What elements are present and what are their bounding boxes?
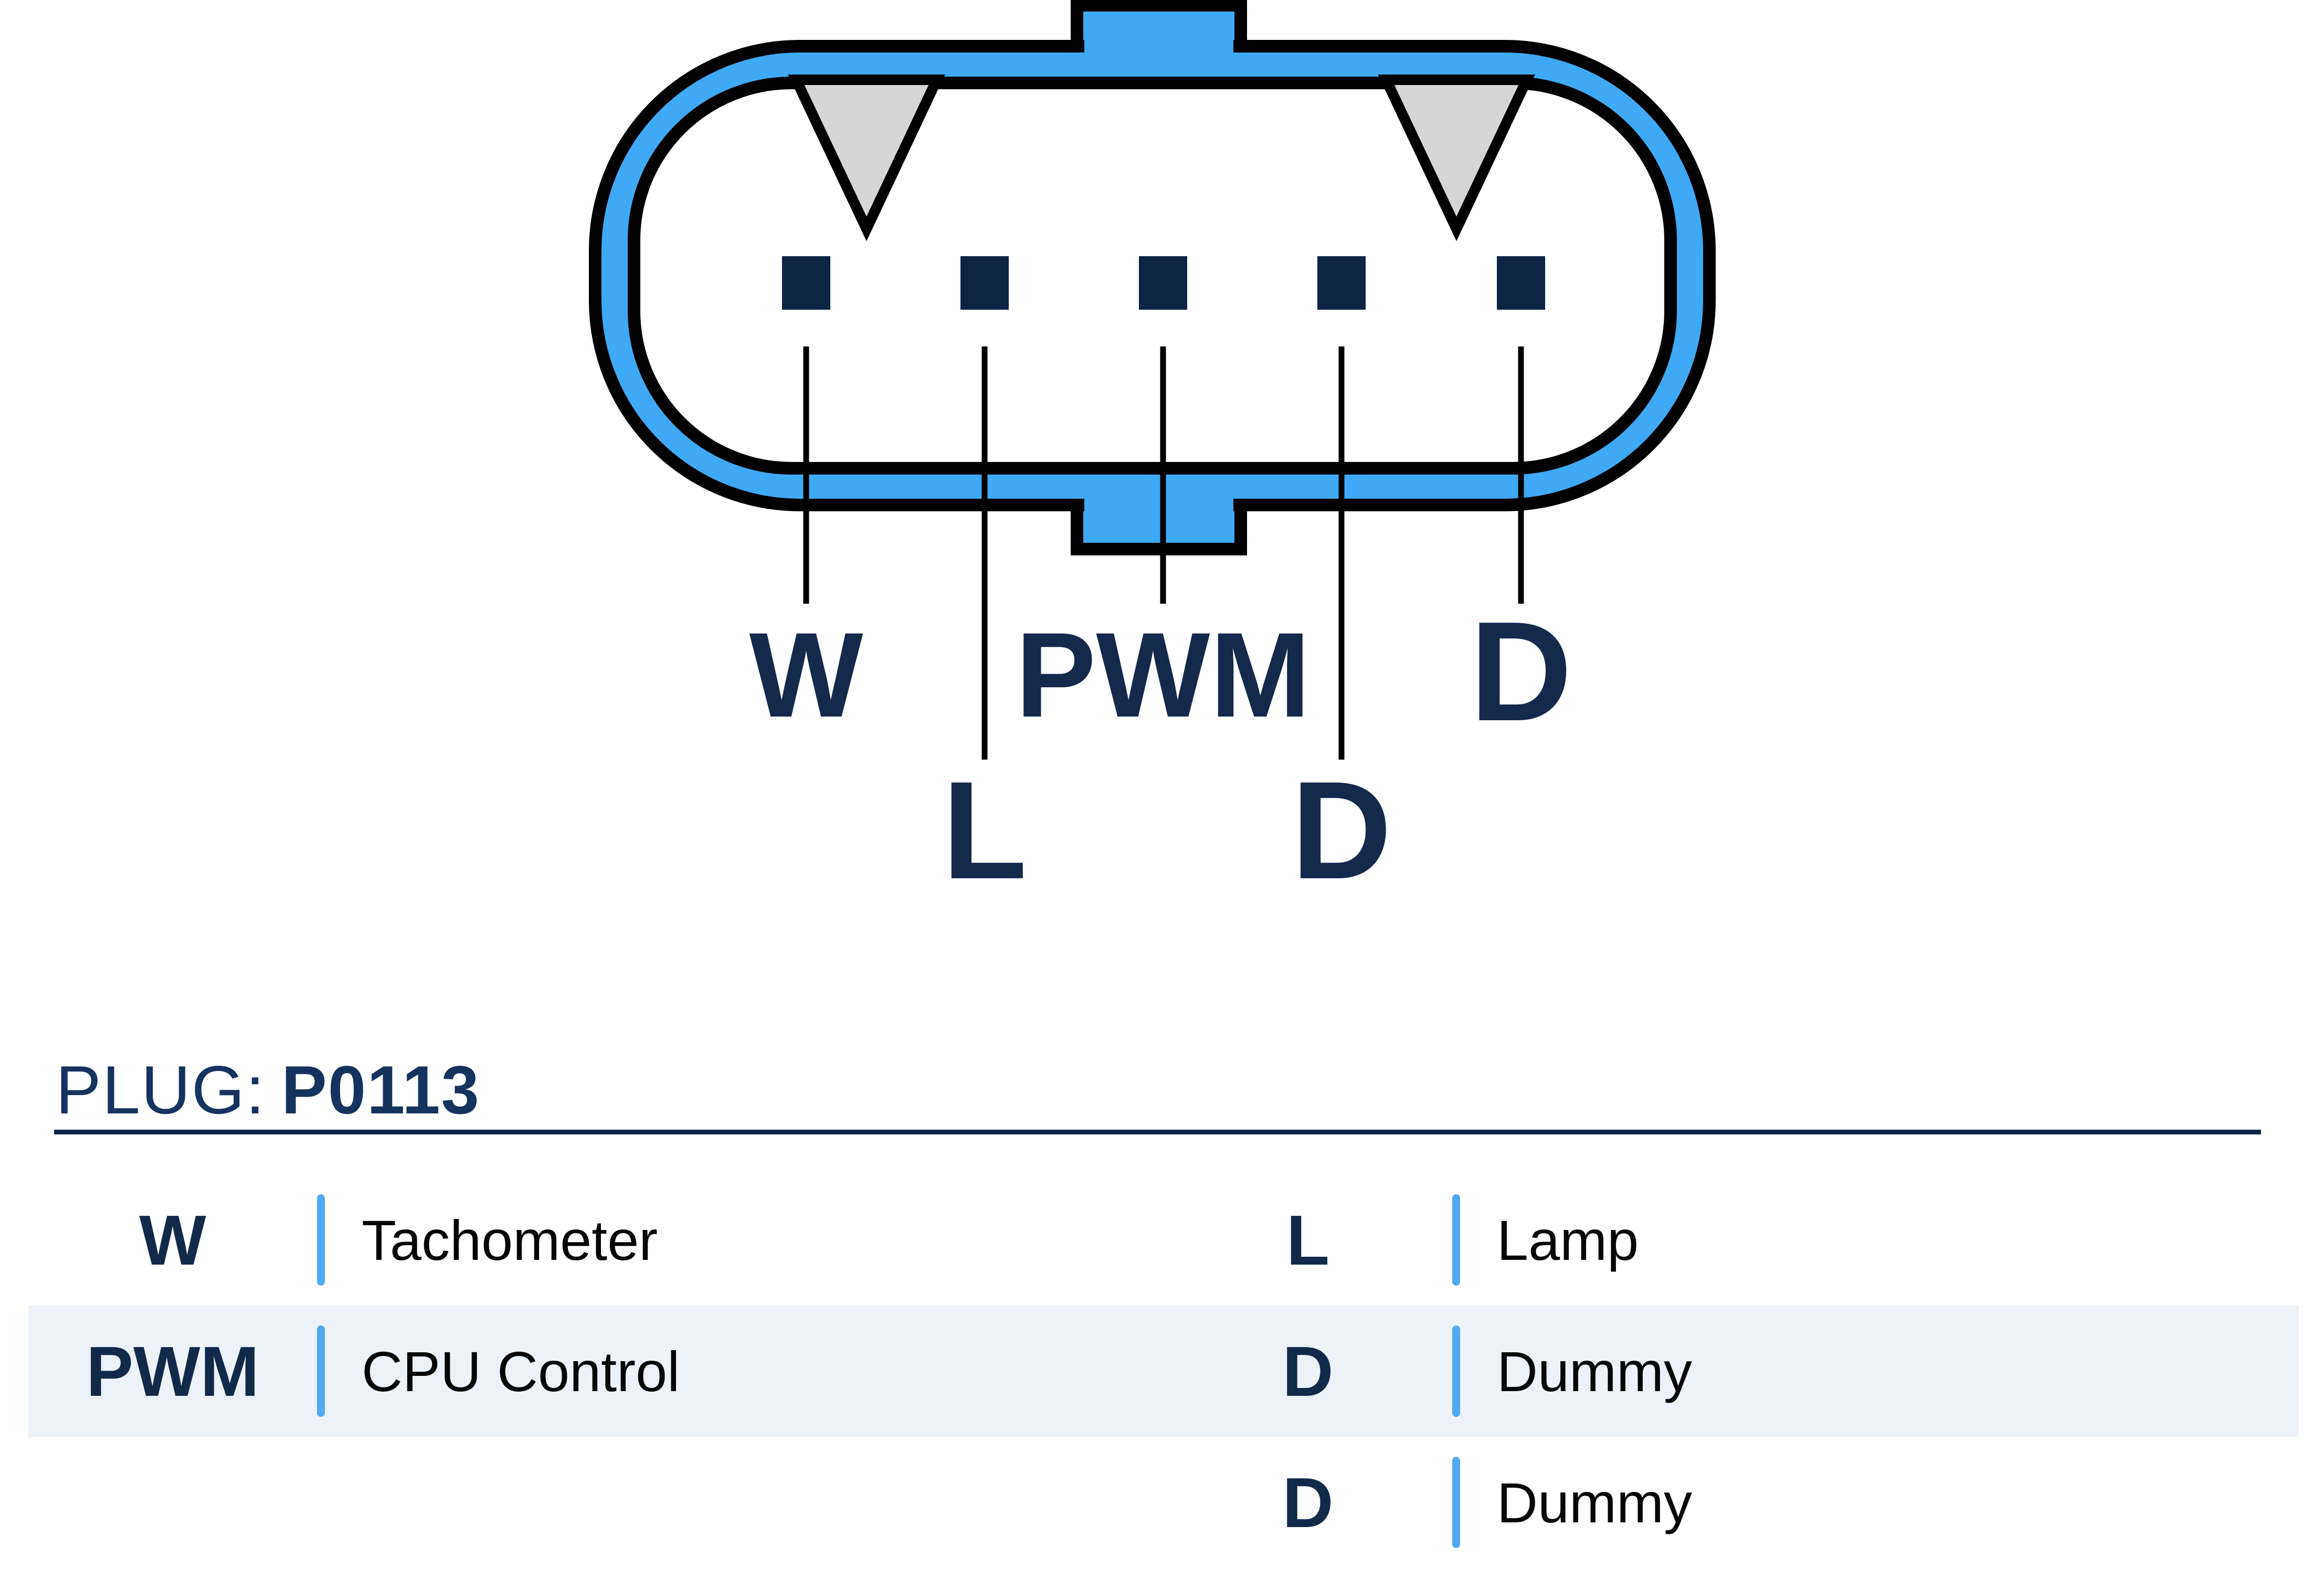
- legend-divider: [317, 1194, 325, 1286]
- bottom-tab-seam: [1084, 482, 1233, 512]
- legend-divider: [1452, 1325, 1460, 1417]
- legend-row-2: PWM CPU Control D Dummy: [28, 1306, 2299, 1437]
- legend-value-tachometer: Tachometer: [362, 1208, 658, 1272]
- title-rule: [54, 1130, 2261, 1134]
- legend-key-d1: D: [1282, 1331, 1334, 1411]
- pin-3-label: PWM: [1016, 607, 1311, 742]
- legend-value-dummy-1: Dummy: [1497, 1339, 1692, 1403]
- pin-5-label: D: [1470, 593, 1572, 751]
- legend-value-dummy-2: Dummy: [1497, 1470, 1692, 1534]
- keyway-triangle-right: [1378, 75, 1535, 241]
- legend-value-lamp: Lamp: [1497, 1208, 1639, 1272]
- pin-legend: W Tachometer L Lamp PWM CPU Control D Du…: [28, 1174, 2299, 1568]
- legend-divider: [1452, 1194, 1460, 1286]
- plug-title: PLUG: P0113: [56, 1054, 480, 1126]
- legend-cell-l: L Lamp: [1164, 1174, 2299, 1306]
- legend-value-cpu-control: CPU Control: [362, 1339, 680, 1403]
- pin-5: [1497, 256, 1545, 310]
- pin-4: [1317, 256, 1366, 310]
- keyway-triangle-left: [788, 75, 945, 241]
- pin-1: [782, 256, 830, 310]
- legend-divider: [1452, 1457, 1460, 1548]
- pin-4-label: D: [1291, 753, 1391, 908]
- top-tab-seam: [1084, 27, 1233, 76]
- legend-cell-d1: D Dummy: [1164, 1306, 2299, 1437]
- plug-title-prefix: PLUG:: [56, 1051, 266, 1128]
- legend-row-3: D Dummy: [28, 1437, 2299, 1568]
- legend-cell-w: W Tachometer: [28, 1174, 1164, 1306]
- legend-key-l: L: [1286, 1200, 1330, 1280]
- legend-cell-d2: D Dummy: [1164, 1437, 2299, 1568]
- legend-divider: [317, 1325, 325, 1417]
- pin-1-label: W: [749, 607, 863, 742]
- pin-3: [1139, 256, 1187, 310]
- legend-cell-empty: [28, 1437, 1164, 1568]
- connector-diagram: W PWM D L D: [589, 0, 1716, 908]
- legend-row-1: W Tachometer L Lamp: [28, 1174, 2299, 1306]
- legend-key-pwm: PWM: [86, 1331, 259, 1411]
- plug-title-code: P0113: [281, 1051, 480, 1128]
- pin-2-label: L: [942, 753, 1027, 908]
- legend-cell-pwm: PWM CPU Control: [28, 1306, 1164, 1437]
- legend-key-d2: D: [1282, 1463, 1334, 1542]
- legend-key-w: W: [139, 1200, 206, 1280]
- pin-2: [960, 256, 1009, 310]
